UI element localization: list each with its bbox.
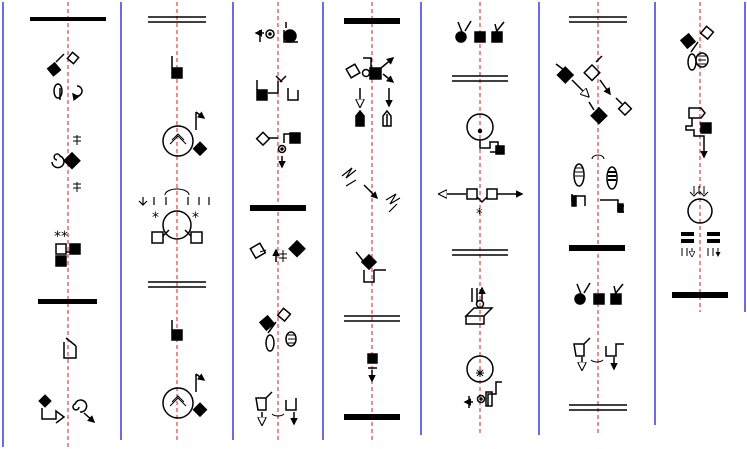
thick-bar [569,245,625,251]
zigzag-pair [341,167,401,213]
arrow-row-circle-group: * * [138,188,210,244]
arrow-dot-group [254,22,298,43]
thick-bar [344,414,400,420]
column-7 [672,25,728,298]
cup-arrows-pair [255,391,298,424]
solid-box-hook [171,56,183,79]
asterisk-text: * [152,210,159,226]
hook-turn-pair [53,83,83,102]
double-bar [148,281,206,288]
dot-box-trio [574,282,624,305]
double-bar [452,249,508,256]
arrow-hook-group [685,107,712,159]
dot-box-trio [455,20,505,43]
thick-bar [672,292,728,298]
column-2: * * [138,16,210,419]
thick-bar [250,205,306,211]
circle-dot-flag [466,113,505,155]
tilted-box-group [249,239,306,262]
asterisk-text: * [476,207,483,222]
diamond-arrow-chain [555,55,633,125]
circle-sun-group [463,355,502,408]
arrow-spiral-group [38,394,96,424]
cup-arrows-pair [573,337,624,369]
asterisk-pair: ** [54,229,81,267]
corner-hook [63,337,77,359]
column-3 [249,22,306,424]
column-1: ** [30,17,106,424]
column-6 [555,16,633,411]
asterisk-text: * [192,210,199,226]
diamond-flag [255,131,301,169]
solid-box-hook [171,320,183,341]
thick-bar [30,17,106,21]
box-hook-pair [256,75,299,101]
circle-arrow-group [162,373,208,419]
column-4 [341,18,401,420]
double-bar [452,75,508,82]
contact-pair [258,307,297,352]
arrow-box-group [464,288,494,325]
circle-arrows-group [681,186,720,256]
circle-arrow-group [162,111,208,157]
double-bar [148,16,206,23]
double-bar [569,16,627,23]
arrow-box-row: * [440,188,524,222]
contact-pair [679,25,715,71]
spiral-strike-group [51,135,81,192]
oval-arrows-pair [571,154,624,213]
solid-box-arrow [367,353,378,383]
contact-pair [46,51,80,77]
double-bar [344,315,400,322]
column-5: * [440,20,524,408]
double-bar [569,404,627,411]
box-arrow-cluster [345,57,395,127]
thick-bar [344,18,400,24]
asterisk-text: ** [54,229,68,245]
thick-bar [38,299,97,304]
box-hook-tilt [355,251,386,283]
